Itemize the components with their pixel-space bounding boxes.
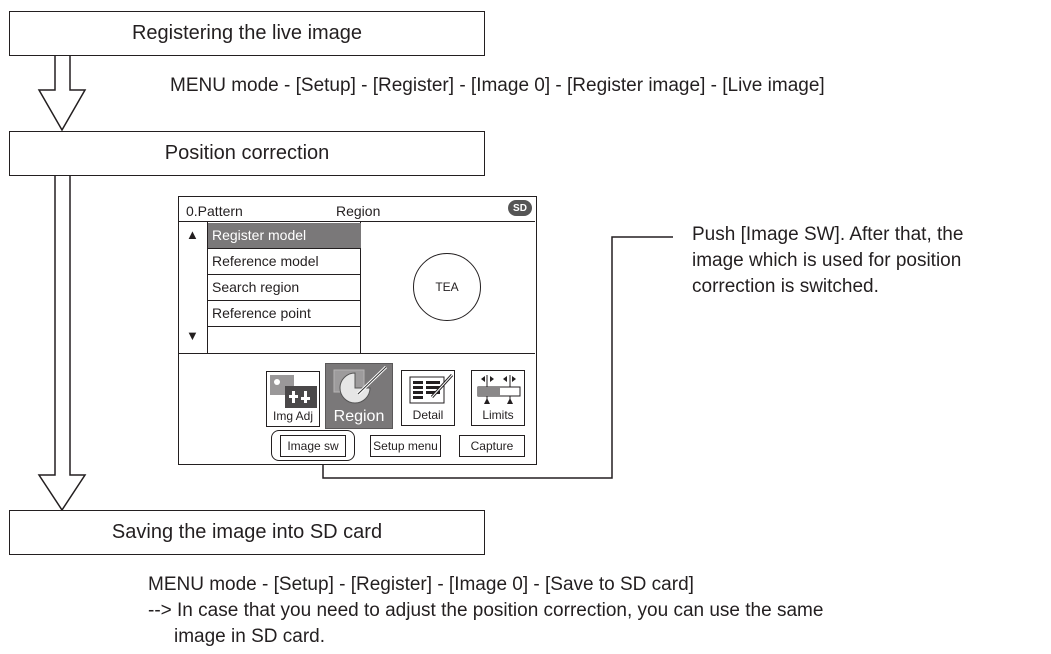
- menu-left-border: [207, 221, 208, 353]
- save-note-line-2: image in SD card.: [174, 626, 326, 647]
- menu-item-empty[interactable]: [208, 327, 361, 352]
- callout-line-2: image which is used for position: [692, 250, 962, 271]
- limits-icon: [477, 375, 521, 404]
- detail-button[interactable]: Detail: [401, 370, 455, 426]
- detail-label: Detail: [412, 408, 444, 422]
- menu-divider: [207, 300, 360, 301]
- step-position-correction: Position correction: [9, 131, 485, 176]
- region-button[interactable]: Region: [325, 363, 393, 429]
- image-sw-button[interactable]: Image sw: [280, 435, 346, 457]
- device-screen: 0.Pattern Region SD ▲ ▼ Register model R…: [178, 196, 537, 465]
- setup-menu-button[interactable]: Setup menu: [370, 435, 441, 457]
- region-label: Region: [333, 408, 385, 425]
- register-menu-path: MENU mode - [Setup] - [Register] - [Imag…: [170, 75, 825, 96]
- step-register-live-image: Registering the live image: [9, 11, 485, 56]
- menu-right-border: [360, 221, 361, 353]
- target-label: TEA: [435, 280, 459, 294]
- screen-title-region: Region: [336, 203, 381, 219]
- step-register-label: Registering the live image: [131, 22, 363, 44]
- img-adj-label: Img Adj: [272, 409, 314, 423]
- step-position-label: Position correction: [164, 142, 330, 164]
- callout-line-3: correction is switched.: [692, 276, 879, 297]
- detail-icon: [409, 373, 454, 404]
- setup-menu-label: Setup menu: [373, 439, 438, 453]
- limits-button[interactable]: Limits: [471, 370, 525, 426]
- image-sw-label: Image sw: [287, 439, 339, 453]
- menu-item-register-model[interactable]: Register model: [208, 223, 361, 248]
- screen-title-pattern: 0.Pattern: [186, 203, 243, 219]
- image-sw-callout: Push [Image SW]. After that, the image w…: [692, 222, 963, 300]
- menu-divider: [207, 274, 360, 275]
- sd-card-icon: SD: [508, 200, 532, 216]
- menu-item-search-region[interactable]: Search region: [212, 279, 300, 295]
- save-menu-path: MENU mode - [Setup] - [Register] - [Imag…: [148, 574, 694, 595]
- capture-label: Capture: [470, 439, 514, 453]
- screen-title-divider: [179, 221, 535, 222]
- img-adj-button[interactable]: Img Adj: [266, 371, 320, 427]
- scroll-down-icon[interactable]: ▼: [186, 328, 199, 343]
- step-save-to-sd: Saving the image into SD card: [9, 510, 485, 555]
- menu-item-reference-point[interactable]: Reference point: [212, 305, 311, 321]
- flow-arrow-1: [37, 54, 87, 132]
- img-adj-icon: [270, 375, 317, 408]
- flow-arrow-2: [37, 174, 87, 512]
- menu-divider: [207, 326, 360, 327]
- capture-button[interactable]: Capture: [459, 435, 525, 457]
- target-workpiece: TEA: [413, 253, 481, 321]
- region-icon: [333, 365, 388, 404]
- step-save-label: Saving the image into SD card: [111, 521, 383, 543]
- menu-bottom-divider: [179, 353, 535, 354]
- menu-item-reference-model[interactable]: Reference model: [212, 253, 319, 269]
- limits-label: Limits: [482, 408, 514, 422]
- save-note-line-1: --> In case that you need to adjust the …: [148, 600, 824, 621]
- scroll-up-icon[interactable]: ▲: [186, 227, 199, 242]
- menu-divider: [207, 248, 360, 249]
- callout-leader-line: [322, 236, 673, 479]
- callout-line-1: Push [Image SW]. After that, the: [692, 224, 964, 245]
